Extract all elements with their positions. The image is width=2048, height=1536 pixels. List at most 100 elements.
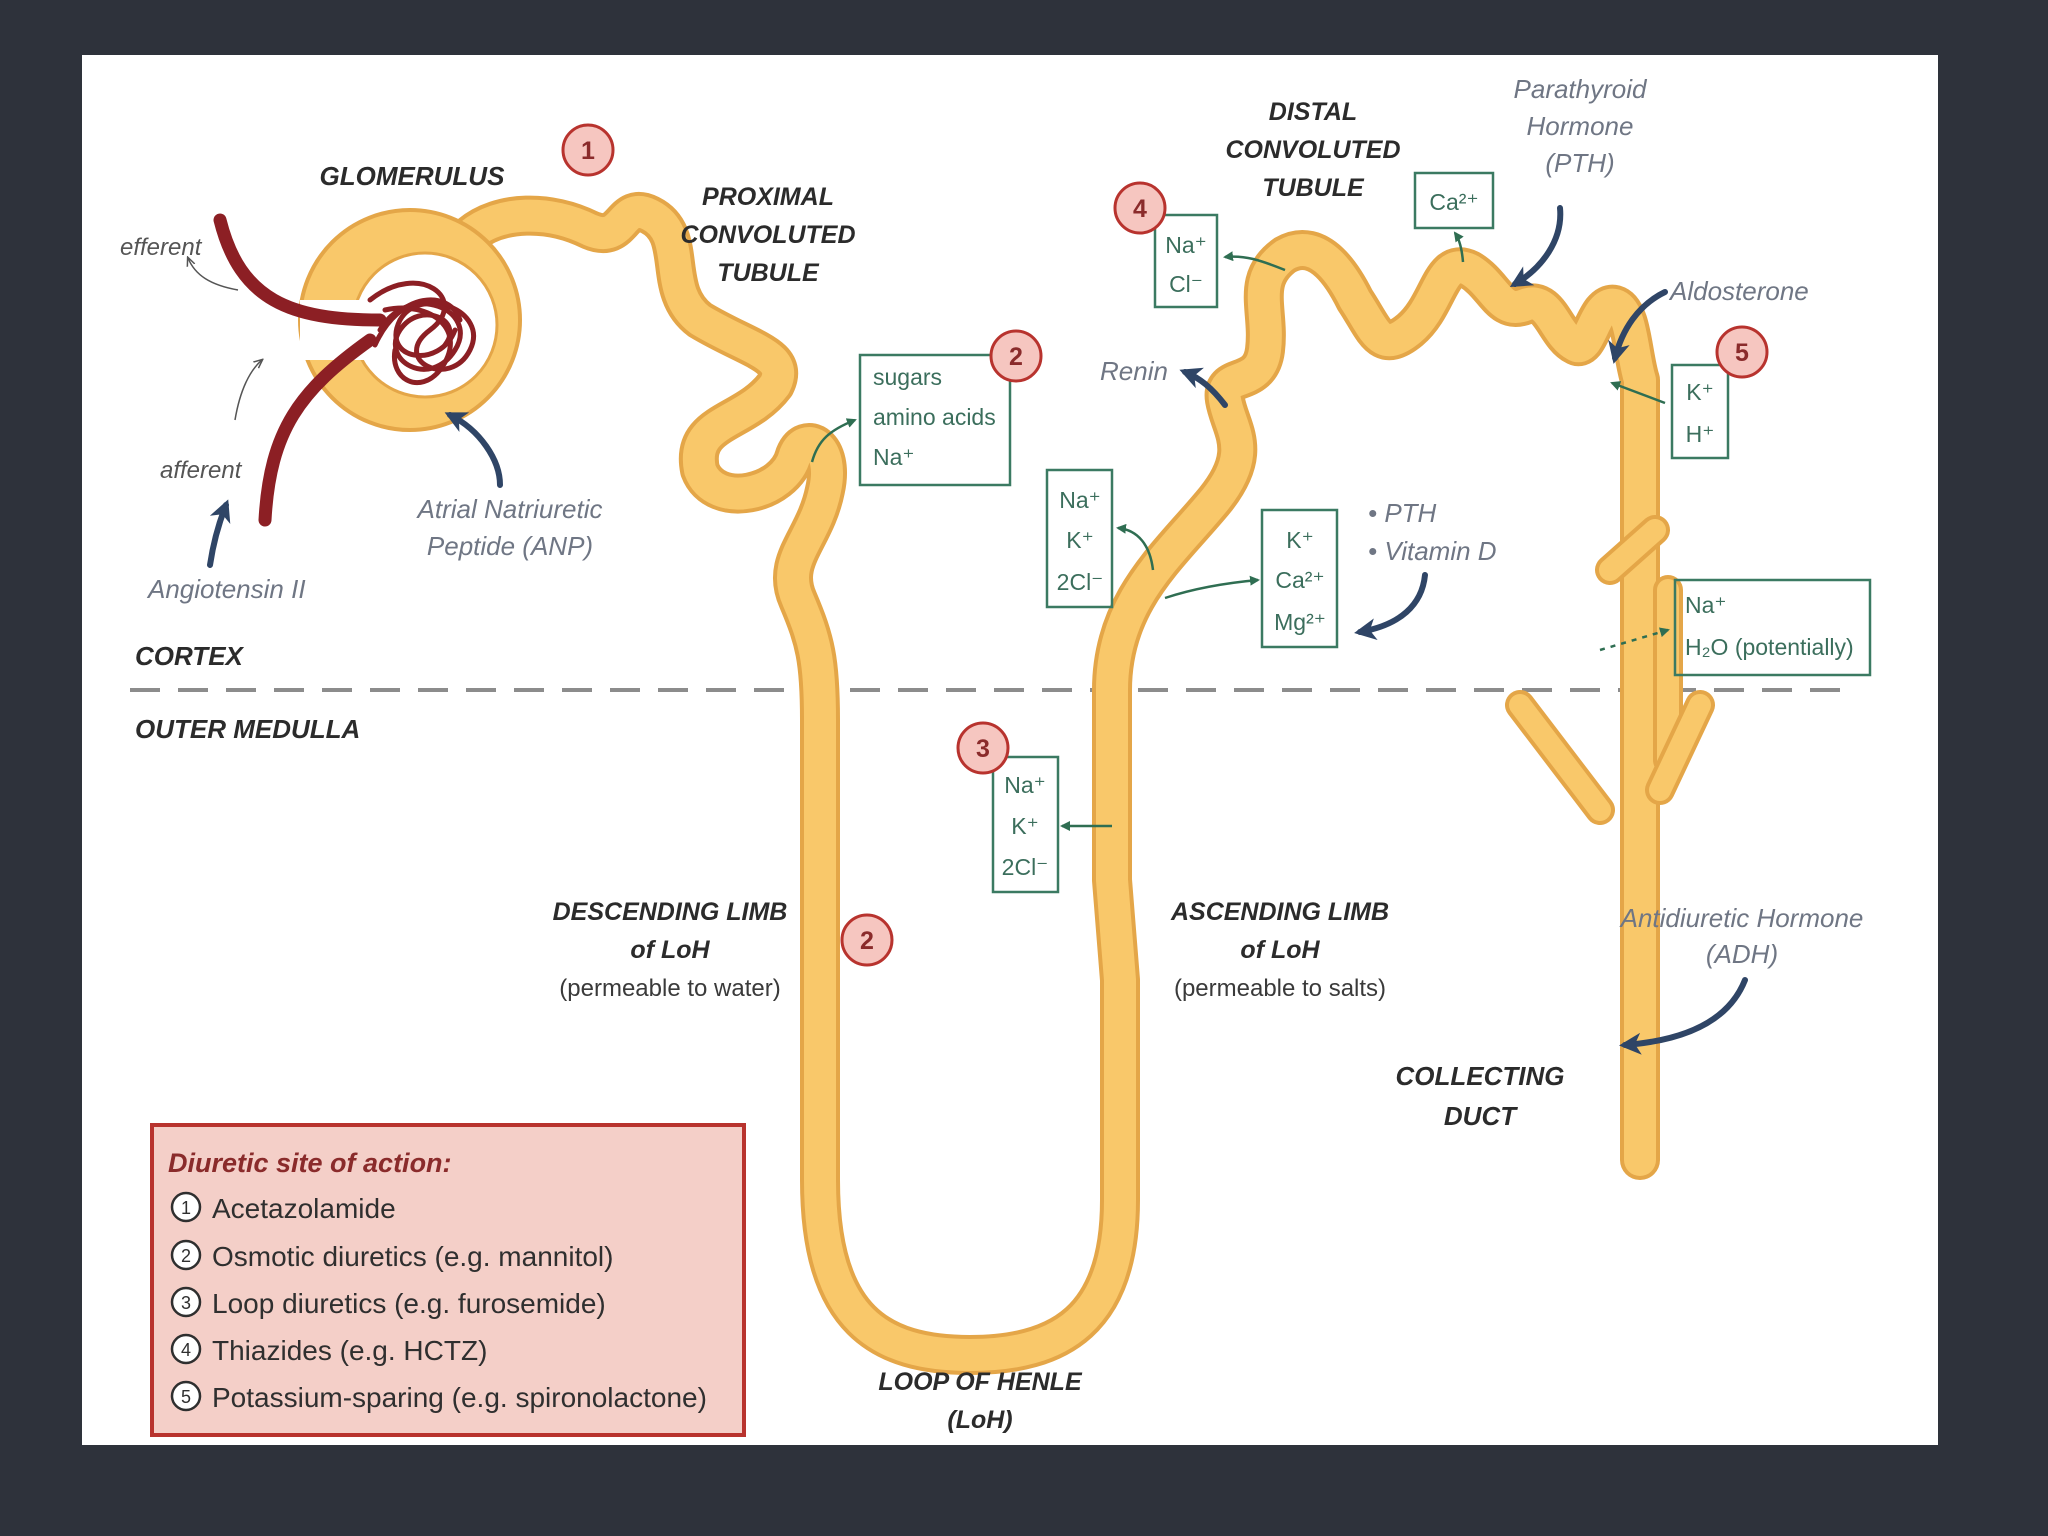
efferent-label: efferent [120,234,203,261]
tal-nak2cl-text: Na⁺ K⁺ 2Cl⁻ [1057,487,1104,595]
pth-vitamin-d-label: • PTH • Vitamin D [1368,498,1497,566]
svg-text:2Cl⁻: 2Cl⁻ [1057,569,1104,595]
svg-text:Cl⁻: Cl⁻ [1169,271,1203,297]
svg-text:2Cl⁻: 2Cl⁻ [1002,854,1049,880]
kh-text: K⁺ H⁺ [1686,379,1715,447]
svg-text:Atrial Natriuretic: Atrial Natriuretic [416,494,603,524]
svg-text:K⁺: K⁺ [1286,527,1313,553]
svg-text:3: 3 [181,1293,191,1313]
svg-text:LOOP OF HENLE: LOOP OF HENLE [878,1368,1083,1396]
pct-ion-box [858,353,1012,487]
site-marker-5: 5 [1715,325,1769,379]
svg-text:Hormone: Hormone [1527,111,1634,141]
svg-text:Antidiuretic Hormone: Antidiuretic Hormone [1619,903,1864,933]
kh-box [1670,363,1730,460]
collecting-duct-branches [1505,515,1715,825]
svg-text:H⁺: H⁺ [1686,421,1715,447]
svg-text:DUCT: DUCT [1444,1101,1518,1131]
svg-text:3: 3 [976,735,990,763]
svg-text:Loop diuretics (e.g. furosemid: Loop diuretics (e.g. furosemide) [212,1288,606,1319]
svg-text:Parathyroid: Parathyroid [1514,74,1648,104]
legend-item-2: 2 Osmotic diuretics (e.g. mannitol) [170,1239,613,1272]
renin-label: Renin [1100,356,1168,386]
svg-text:(permeable to salts): (permeable to salts) [1174,975,1386,1002]
svg-text:(LoH): (LoH) [947,1406,1012,1434]
site-marker-4: 4 [1113,181,1167,235]
site-marker-1: 1 [561,123,615,177]
ascending-limb-label: ASCENDING LIMB of LoH (permeable to salt… [1170,898,1389,1002]
svg-text:(PTH): (PTH) [1545,148,1614,178]
descending-limb-label: DESCENDING LIMB of LoH (permeable to wat… [553,898,788,1002]
svg-text:2: 2 [181,1246,191,1266]
svg-text:K⁺: K⁺ [1686,379,1713,405]
svg-text:Na⁺: Na⁺ [1685,592,1727,618]
svg-text:Na⁺: Na⁺ [873,444,915,470]
pth-label: Parathyroid Hormone (PTH) [1514,74,1648,178]
cortex-label: CORTEX [135,641,245,671]
svg-text:(ADH): (ADH) [1706,939,1778,969]
svg-text:Osmotic diuretics (e.g. mannit: Osmotic diuretics (e.g. mannitol) [212,1241,613,1272]
svg-text:Peptide (ANP): Peptide (ANP) [427,531,593,561]
svg-text:Na⁺: Na⁺ [1165,232,1207,258]
svg-text:4: 4 [181,1340,191,1360]
svg-text:Na⁺: Na⁺ [1059,487,1101,513]
outer-medulla-label: OUTER MEDULLA [135,714,360,744]
svg-text:K⁺: K⁺ [1011,813,1038,839]
svg-text:Acetazolamide: Acetazolamide [212,1193,396,1224]
svg-text:DISTAL: DISTAL [1269,98,1357,126]
medulla-nak2cl-box [991,755,1060,894]
tal-kcamg-box [1260,508,1339,649]
svg-text:DESCENDING LIMB: DESCENDING LIMB [553,898,788,926]
svg-text:Na⁺: Na⁺ [1004,772,1046,798]
svg-text:(permeable to water): (permeable to water) [559,975,780,1002]
svg-text:GLOMERULUS: GLOMERULUS [320,161,506,191]
svg-text:2: 2 [860,927,874,955]
svg-text:2: 2 [1009,343,1023,371]
svg-text:TUBULE: TUBULE [717,259,820,287]
svg-text:1: 1 [181,1198,191,1218]
tal-nak2cl-box [1045,468,1114,609]
svg-text:of LoH: of LoH [630,936,710,964]
cd-na-h2o-box [1673,578,1872,677]
svg-text:Ca²⁺: Ca²⁺ [1275,567,1324,593]
glomerulus-label: GLOMERULUS [320,161,506,191]
aldosterone-label: Aldosterone [1668,276,1809,306]
legend-item-3: 3 Loop diuretics (e.g. furosemide) [170,1286,606,1319]
svg-text:amino acids: amino acids [873,404,996,430]
ca-text: Ca²⁺ [1429,189,1478,215]
cd-na-h2o-text: Na⁺ H₂O (potentially) [1685,592,1854,660]
site-marker-3: 3 [956,721,1010,775]
loop-of-henle-label: LOOP OF HENLE (LoH) [878,1368,1083,1434]
diuretic-legend: Diuretic site of action: 1 Acetazolamide… [150,1123,746,1437]
angiotensin-label: Angiotensin II [146,574,306,604]
collecting-duct-label: COLLECTING DUCT [1396,1061,1565,1131]
site-marker-2-descending: 2 [840,913,894,967]
pct-label: PROXIMAL CONVOLUTED TUBULE [681,183,856,287]
svg-text:PROXIMAL: PROXIMAL [702,183,834,211]
svg-text:H₂O (potentially): H₂O (potentially) [1685,634,1854,660]
anp-label: Atrial Natriuretic Peptide (ANP) [416,494,603,561]
svg-text:K⁺: K⁺ [1066,527,1093,553]
svg-text:TUBULE: TUBULE [1262,174,1365,202]
svg-text:5: 5 [181,1387,191,1407]
svg-text:Mg²⁺: Mg²⁺ [1274,609,1326,635]
svg-text:• Vitamin D: • Vitamin D [1368,536,1497,566]
svg-text:Ca²⁺: Ca²⁺ [1429,189,1478,215]
svg-text:CONVOLUTED: CONVOLUTED [1226,136,1401,164]
nephron-tubule [450,192,1660,1375]
legend-title: Diuretic site of action: [168,1148,452,1178]
svg-text:Thiazides (e.g. HCTZ): Thiazides (e.g. HCTZ) [212,1335,487,1366]
svg-text:5: 5 [1735,339,1749,367]
svg-text:• PTH: • PTH [1368,498,1437,528]
svg-text:of LoH: of LoH [1240,936,1320,964]
legend-item-5: 5 Potassium-sparing (e.g. spironolactone… [170,1380,707,1413]
dct-nacl-text: Na⁺ Cl⁻ [1165,232,1207,297]
svg-text:4: 4 [1133,195,1147,223]
svg-text:ASCENDING LIMB: ASCENDING LIMB [1170,898,1389,926]
glomerular-vessels [213,213,476,527]
legend-item-1: 1 Acetazolamide [170,1191,396,1224]
dct-label: DISTAL CONVOLUTED TUBULE [1226,98,1401,202]
tal-kcamg-text: K⁺ Ca²⁺ Mg²⁺ [1274,527,1326,635]
